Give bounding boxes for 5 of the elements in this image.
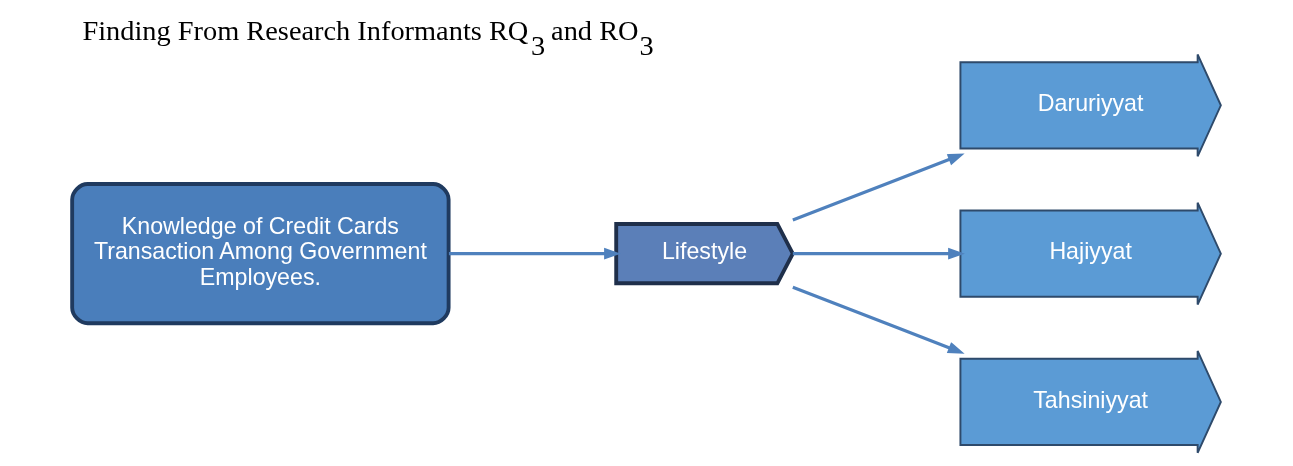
node-box: Knowledge of Credit Cards Transaction Among Government Employees.	[70, 182, 451, 326]
arrow	[792, 153, 965, 222]
arrow	[792, 247, 965, 260]
arrow	[792, 285, 965, 354]
arrow	[448, 247, 621, 260]
